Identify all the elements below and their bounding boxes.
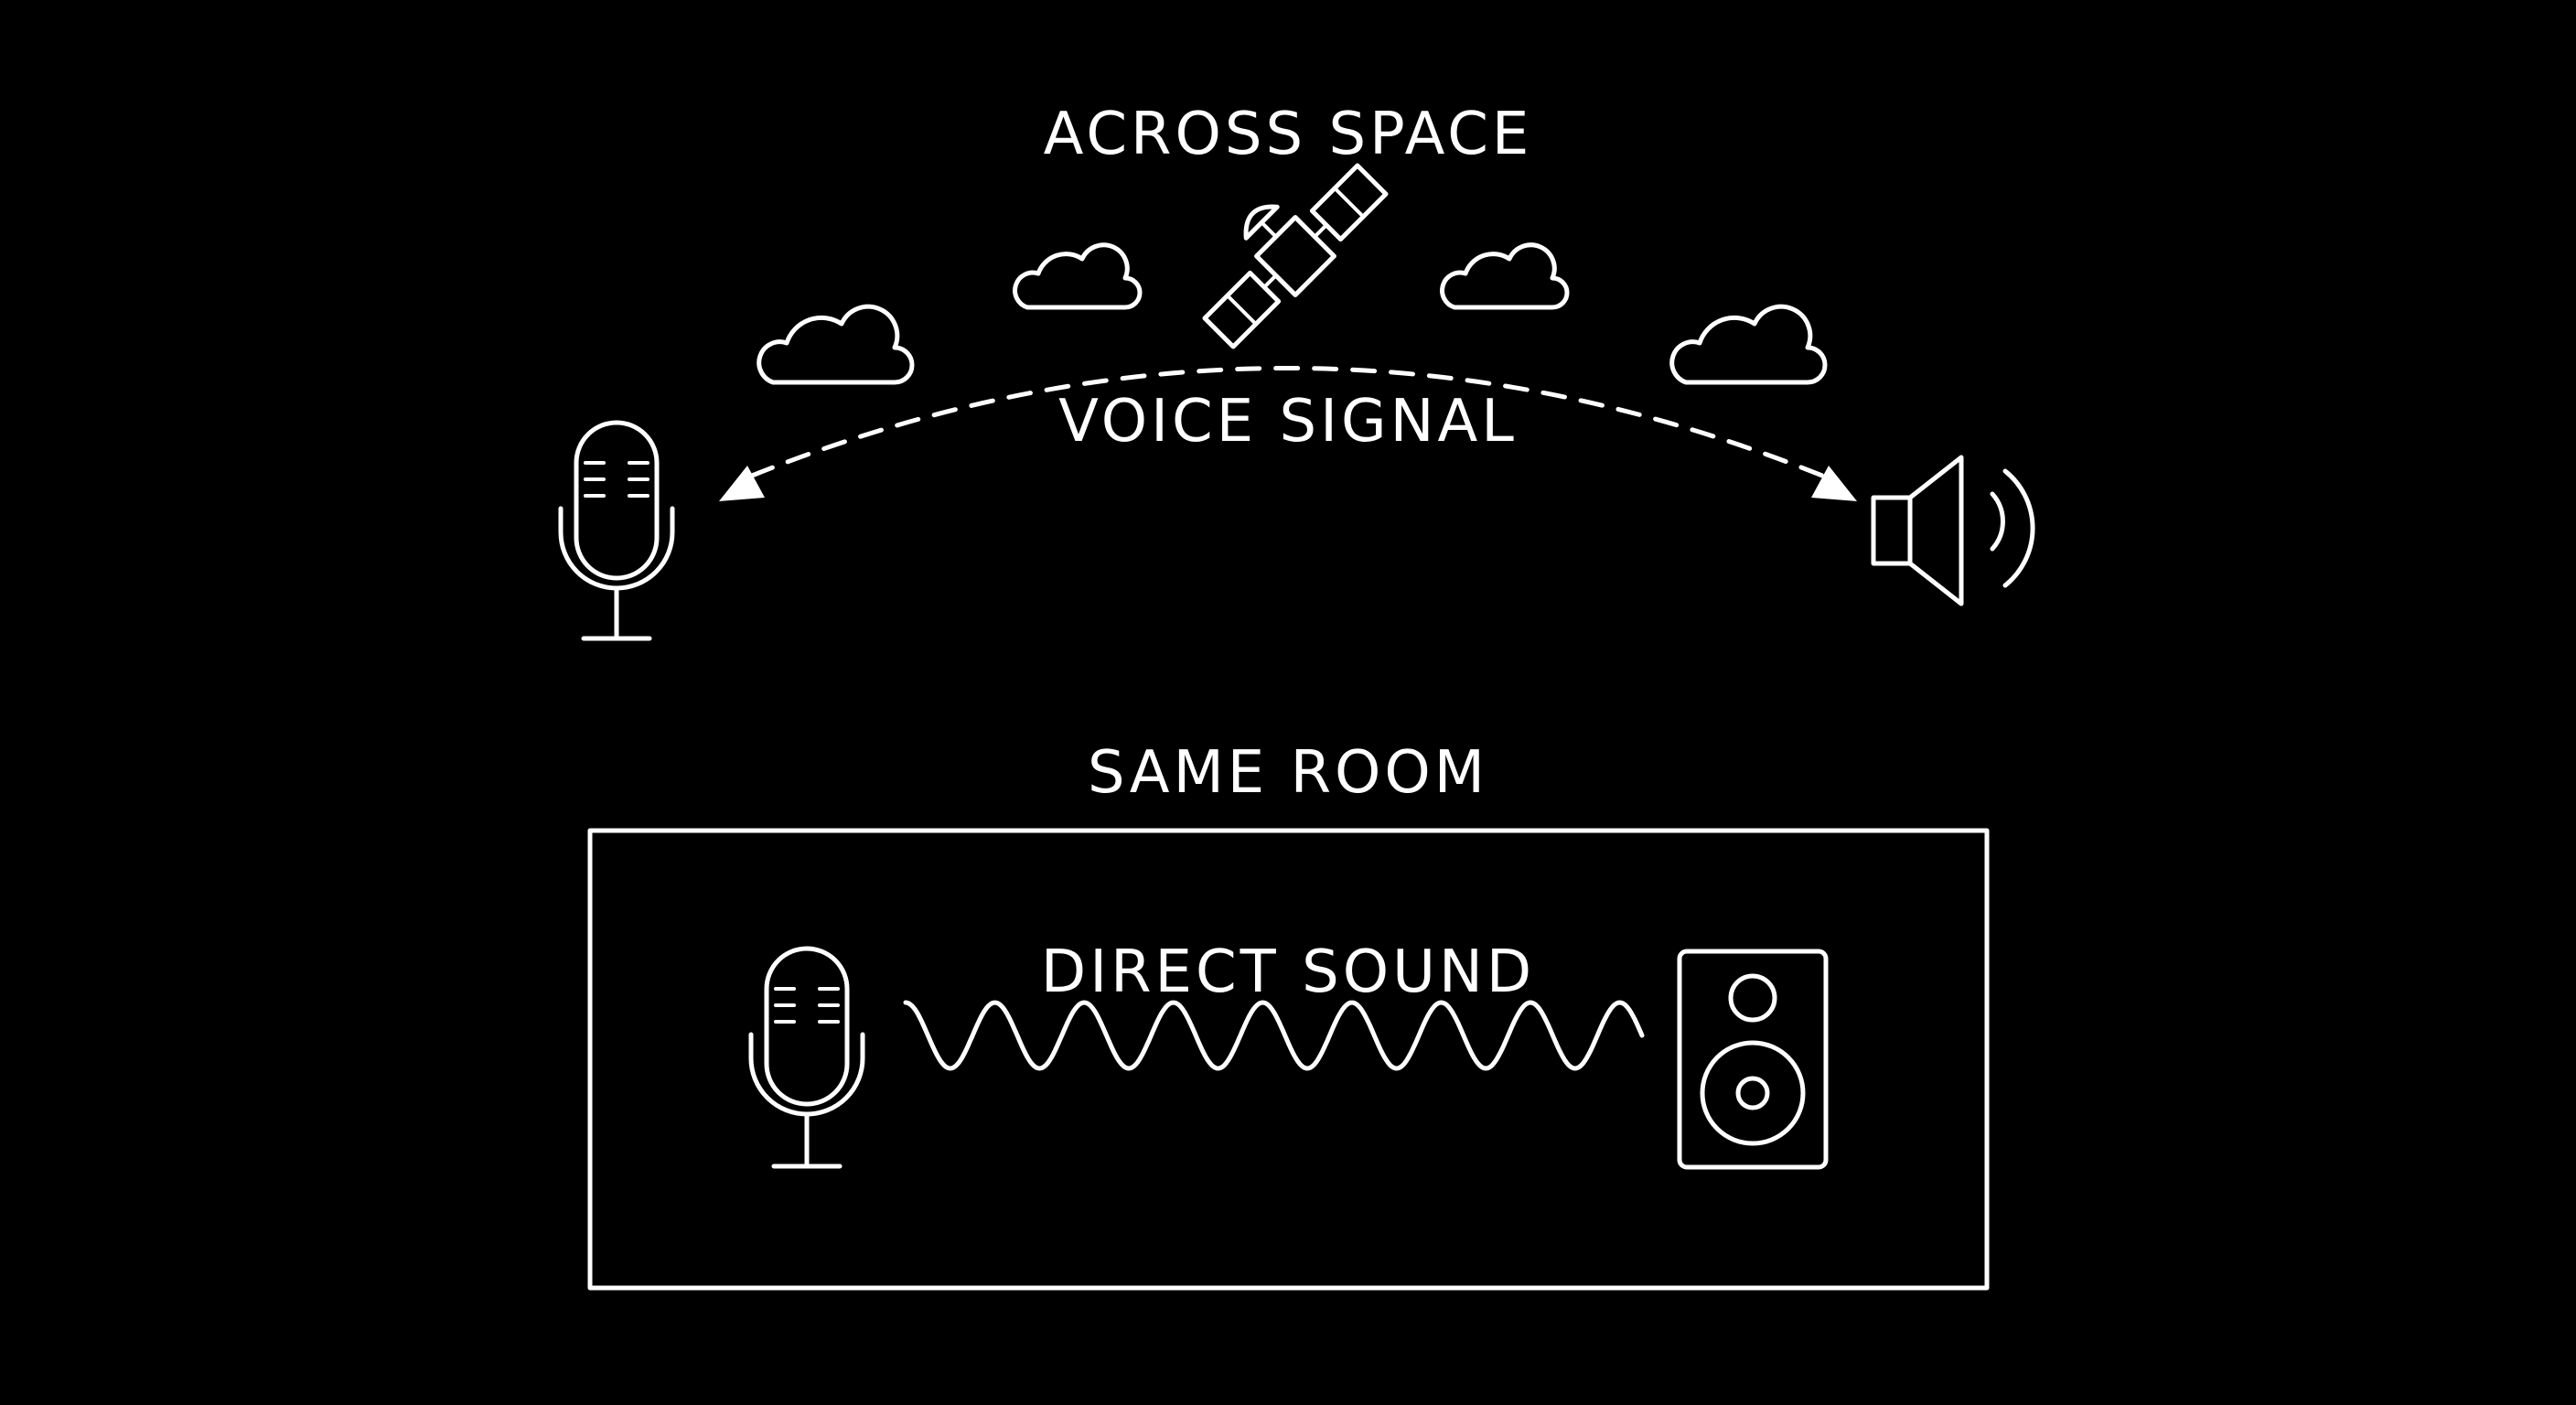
microphone-icon (748, 946, 865, 1169)
speaker-volume-icon (1871, 455, 2035, 606)
signal-arc (749, 366, 1825, 478)
cloud-icon (1013, 242, 1143, 310)
cloud-icon (757, 304, 915, 385)
cloud-icon (1440, 242, 1570, 310)
direct-sound-label: DIRECT SOUND (1041, 938, 1535, 1006)
room-frame (587, 828, 1990, 1291)
microphone-icon (558, 420, 675, 641)
arc-arrowhead-right (1811, 466, 1857, 501)
sine-wave (903, 1000, 1645, 1071)
voice-signal-label: VOICE SIGNAL (1058, 388, 1518, 456)
arc-arrowhead-left (719, 466, 765, 501)
same-room-title: SAME ROOM (1088, 739, 1488, 807)
cloud-icon (1669, 304, 1828, 385)
across-space-title: ACROSS SPACE (1044, 101, 1533, 168)
loudspeaker-box-icon (1677, 949, 1829, 1170)
satellite-icon (1202, 163, 1389, 349)
